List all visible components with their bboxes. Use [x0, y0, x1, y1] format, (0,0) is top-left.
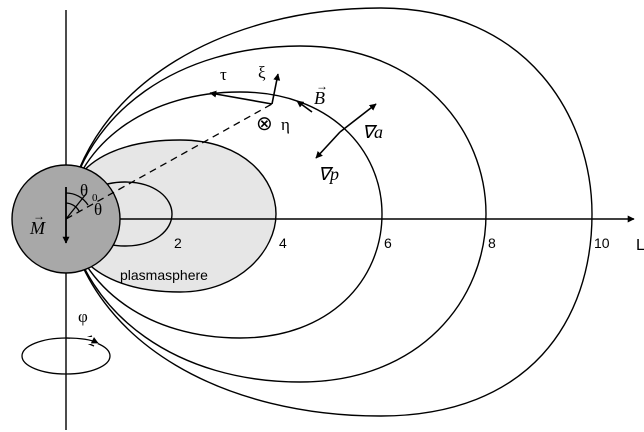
xi-vector	[271, 73, 281, 105]
plasmasphere-label: plasmasphere	[120, 267, 208, 283]
svg-text:B: B	[314, 88, 325, 108]
b-field-label: B →	[314, 79, 328, 108]
grad-p-label: ∇p	[318, 164, 339, 184]
svg-text:θ: θ	[80, 181, 88, 200]
tau-label: τ	[220, 65, 227, 84]
svg-text:M: M	[29, 218, 46, 238]
field-line-l6	[65, 91, 383, 339]
theta0-label: θ 0	[80, 181, 98, 204]
theta0-arc	[65, 192, 89, 206]
l-label-6: 6	[384, 235, 392, 251]
svg-text:0: 0	[92, 192, 98, 204]
plasmasphere-region	[65, 139, 277, 293]
field-line-l8	[65, 45, 487, 383]
l-label-4: 4	[279, 235, 287, 251]
field-line-l10	[65, 7, 593, 417]
eta-label: η	[281, 115, 290, 134]
l-label-2: 2	[174, 235, 182, 251]
phi-label: φ	[78, 307, 88, 326]
svg-text:→: →	[316, 79, 328, 93]
theta-label: θ	[94, 200, 102, 219]
xi-label: ξ	[258, 63, 266, 82]
theta-arc	[65, 202, 80, 212]
tau-vector	[209, 90, 273, 105]
svg-text:→: →	[33, 209, 45, 223]
grad-a-vector	[339, 103, 377, 133]
l-label-10: 10	[594, 235, 610, 251]
l-axis-label: L	[636, 237, 644, 254]
b-field-vector	[296, 100, 313, 113]
grad-a-label: ∇a	[362, 122, 383, 142]
colatitude-dashed-line	[65, 103, 273, 220]
otimes-symbol: ⊗	[256, 113, 273, 135]
magnetic-moment-label: M →	[29, 209, 46, 238]
l-label-8: 8	[488, 235, 496, 251]
grad-p-vector	[315, 131, 341, 159]
